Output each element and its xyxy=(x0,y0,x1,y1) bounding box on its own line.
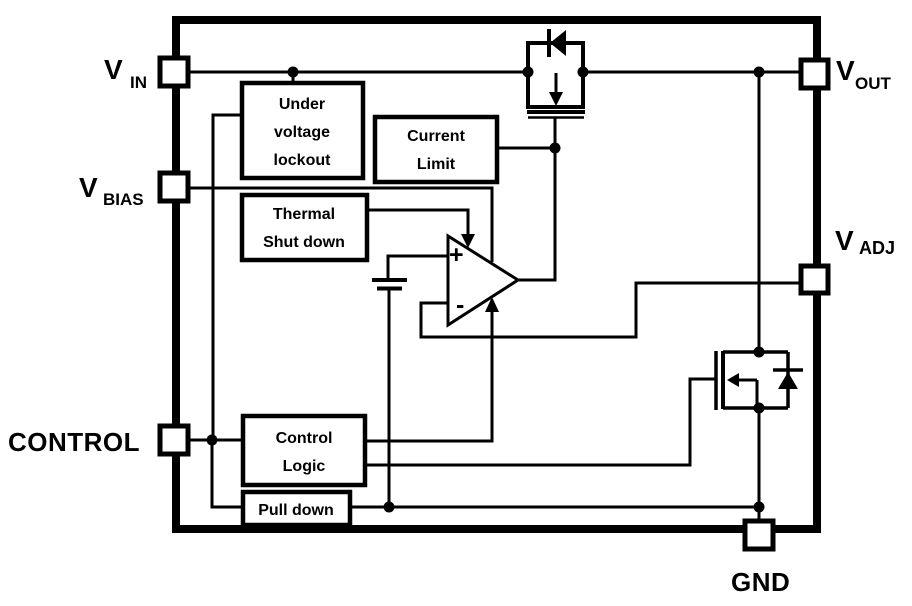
junction-dot xyxy=(206,434,218,446)
vout-label-sub: OUT xyxy=(855,74,892,93)
vadj-label: V xyxy=(835,225,854,256)
current-limit-box xyxy=(372,114,500,185)
wires xyxy=(188,70,801,521)
junction-dot xyxy=(753,402,765,414)
function-blocks: Under voltage lockout Current Limit Ther… xyxy=(239,80,500,528)
junction-dot xyxy=(753,346,765,358)
pass-fet-body-diode-icon xyxy=(550,30,566,56)
block-pull-down: Pull down xyxy=(240,489,353,528)
vout-label: V xyxy=(836,55,855,86)
junction-dot xyxy=(753,66,765,78)
pass-fet-body-bottom xyxy=(526,72,585,109)
pass-fet-arrowhead-icon xyxy=(549,92,563,106)
pull-down-label: Pull down xyxy=(258,502,334,519)
wire-thermal-out xyxy=(367,208,470,235)
block-current-limit: Current Limit xyxy=(372,114,500,185)
control-logic-box xyxy=(240,413,368,488)
uvl-box xyxy=(239,80,366,181)
block-under-voltage-lockout: Under voltage lockout xyxy=(239,80,366,181)
thermal-label-line2: Shut down xyxy=(263,234,345,251)
block-control-logic: Control Logic xyxy=(240,413,368,488)
vadj-label-sub: ADJ xyxy=(859,238,895,258)
vbias-label-sub: BIAS xyxy=(103,190,144,209)
pin-control xyxy=(157,423,191,457)
control-logic-label-line1: Control xyxy=(276,430,333,447)
junction-dot xyxy=(383,501,395,513)
junction-dots xyxy=(206,66,765,513)
opamp-minus-sign: - xyxy=(456,291,464,319)
wire-control-to-pulldown xyxy=(210,440,243,509)
wire-ref-to-plus-input xyxy=(386,254,448,278)
pull-down-box xyxy=(240,489,353,528)
wire-adj-feedback xyxy=(419,281,801,339)
uvl-label-line3: lockout xyxy=(274,152,332,169)
wire-opamp-to-gate xyxy=(518,118,557,282)
wire-control-to-uvl xyxy=(211,113,242,440)
gnd-label: GND xyxy=(731,567,790,597)
junction-dot xyxy=(549,142,561,154)
opamp-triangle xyxy=(446,233,521,328)
pin-labels: V IN V BIAS CONTROL V OUT V ADJ GND xyxy=(8,54,895,597)
wire-logic-to-nmos-gate xyxy=(365,377,716,467)
pin-vbias xyxy=(157,170,191,204)
pin-vadj xyxy=(798,263,831,296)
pin-pads xyxy=(157,55,831,552)
vbias-label: V xyxy=(79,172,98,203)
junction-dot xyxy=(577,66,589,78)
wire-enable xyxy=(365,311,494,443)
current-limit-label-line1: Current xyxy=(407,128,465,145)
voltage-reference-icon xyxy=(372,278,407,291)
wire-vbias-line xyxy=(188,186,494,262)
thermal-arrowhead-icon xyxy=(461,234,475,248)
enable-arrowhead-icon xyxy=(485,297,499,312)
error-amplifier: + - xyxy=(446,233,521,328)
junction-dot xyxy=(522,66,534,78)
block-thermal-shutdown: Thermal Shut down xyxy=(239,192,370,263)
pulldown-transistor xyxy=(714,350,803,410)
junction-dot xyxy=(287,66,299,78)
thermal-box xyxy=(239,192,370,263)
vin-label-sub: IN xyxy=(130,73,147,92)
control-logic-label-line2: Logic xyxy=(283,458,326,475)
uvl-label-line2: voltage xyxy=(274,124,330,141)
nmos-arrowhead-icon xyxy=(727,373,739,387)
pin-vout xyxy=(798,57,831,91)
current-limit-label-line2: Limit xyxy=(417,156,456,173)
pin-gnd xyxy=(742,518,776,552)
vin-label: V xyxy=(104,54,123,85)
control-label: CONTROL xyxy=(8,427,140,457)
opamp-plus-sign: + xyxy=(449,241,464,269)
uvl-label-line1: Under xyxy=(279,96,325,113)
junction-dot xyxy=(753,501,765,513)
pin-vin xyxy=(157,55,191,89)
pass-transistor xyxy=(526,29,585,119)
thermal-label-line1: Thermal xyxy=(273,206,335,223)
nmos-body-diode-icon xyxy=(778,372,798,389)
